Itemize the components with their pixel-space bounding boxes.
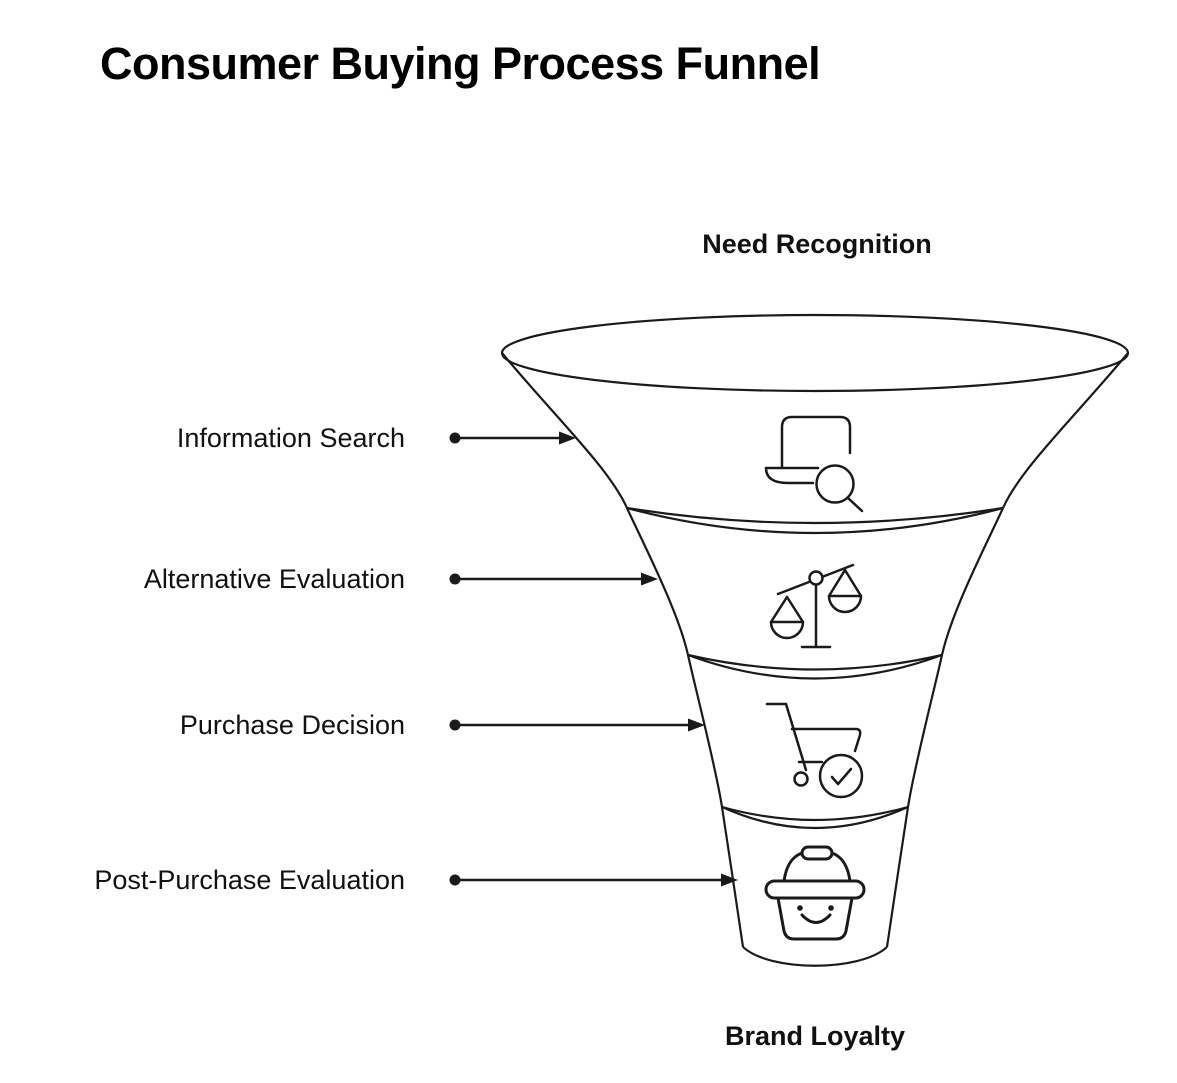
balance-scale-icon <box>769 563 863 649</box>
laptop-search-icon <box>764 415 864 513</box>
funnel-left-wall <box>501 352 745 948</box>
funnel-mouth-ellipse <box>500 313 1130 393</box>
stage-arrow-information-search <box>449 431 576 445</box>
stage-arrow-post-purchase-evaluation <box>449 873 738 887</box>
funnel-bottom-label: Brand Loyalty <box>724 1021 906 1051</box>
funnel-divider-2 <box>687 653 943 680</box>
stage-label-post-purchase-evaluation: Post-Purchase Evaluation <box>94 865 405 895</box>
stage-label-alternative-evaluation: Alternative Evaluation <box>143 564 405 594</box>
cart-check-icon <box>765 702 864 799</box>
funnel-base-curve <box>742 946 888 967</box>
stage-arrow-purchase-decision <box>449 718 705 732</box>
page-title: Consumer Buying Process Funnel <box>100 38 821 89</box>
basket-smile-icon <box>764 845 866 941</box>
stage-label-purchase-decision: Purchase Decision <box>179 710 405 740</box>
stage-arrows <box>449 431 738 887</box>
funnel-divider-1 <box>626 506 1004 535</box>
funnel-outline <box>500 313 1130 967</box>
funnel-top-label: Need Recognition <box>702 229 932 259</box>
funnel-right-wall <box>885 352 1129 948</box>
stage-label-information-search: Information Search <box>176 423 405 453</box>
funnel-divider-3 <box>721 805 909 830</box>
stage-arrow-alternative-evaluation <box>449 572 658 586</box>
